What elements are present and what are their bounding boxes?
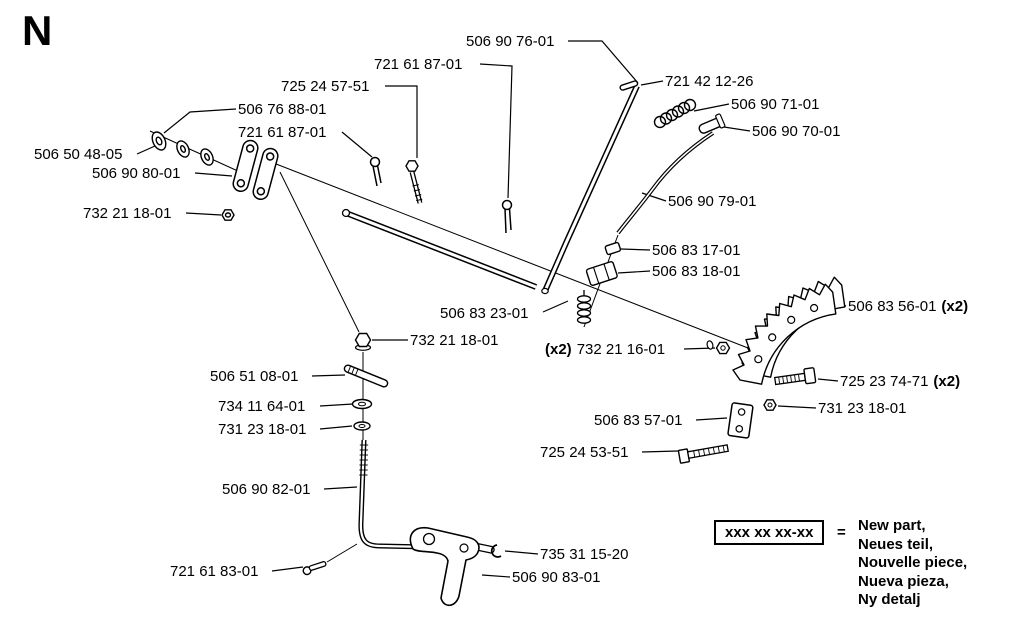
part-label-506-90-70-01: 506 90 70-01 [752,123,841,140]
small-coil-spring [576,290,592,324]
coil-spring-grip [653,98,697,129]
part-label-734-11-64-01: 734 11 64-01 [218,398,306,415]
anchor-block [727,402,754,439]
part-label-506-51-08-01: 506 51 08-01 [210,368,299,385]
anchor-bolt [677,444,729,464]
toothed-sector-pair [732,276,846,385]
part-label-725-24-53-51: 725 24 53-51 [540,444,629,461]
short-link-rod [343,364,389,388]
hex-nut-link [221,209,235,221]
part-label-506-83-56-01: 506 83 56-01(x2) [848,298,968,315]
equals-sign: = [837,524,846,541]
pedal-bracket [409,526,495,607]
part-label-506-83-23-01: 506 83 23-01 [440,305,529,322]
part-label-506-90-82-01: 506 90 82-01 [222,481,311,498]
legend-line-en: New part, [858,517,926,534]
part-label-731-23-18-01-b: 731 23 18-01 [818,400,907,417]
part-label-732-21-16-01: (x2)732 21 16-01 [545,341,665,358]
part-label-506-83-18-01: 506 83 18-01 [652,263,741,280]
small-pin-top [619,80,639,91]
throttle-rod [616,131,715,235]
part-label-506-90-79-01: 506 90 79-01 [668,193,757,210]
part-label-721-61-87-01: 721 61 87-01 [374,56,463,73]
flat-washer [351,398,373,410]
bolt-top [405,160,423,204]
part-label-735-31-15-20: 735 31 15-20 [540,546,629,563]
cotter-pin-center [501,199,513,234]
rod-connector [698,113,726,134]
wire-clip [604,241,622,256]
new-part-legend-text: New part, Neues teil, Nouvelle piece, Nu… [858,517,967,610]
new-part-code-pattern: xxx xx xx-xx [714,520,825,545]
control-rod-lower [341,208,538,290]
part-label-732-21-18-01: 732 21 18-01 [83,205,172,222]
part-number: 506 83 56-01 [848,298,937,315]
sector-bolt [773,367,817,386]
part-label-506-50-48-05: 506 50 48-05 [34,146,123,163]
legend-line-sv: Ny detalj [858,591,921,608]
quantity-note: (x2) [545,341,572,358]
part-label-506-90-80-01: 506 90 80-01 [92,165,181,182]
legend-line-de: Neues teil, [858,535,934,553]
part-label-721-61-87-01-b: 721 61 87-01 [238,124,327,141]
part-number: 725 23 74-71 [840,373,929,390]
part-label-506-90-83-01: 506 90 83-01 [512,569,601,586]
sector-nut [706,340,731,355]
c-clip [490,544,502,558]
figure-letter: N [22,7,53,54]
legend-line-fr: Nouvelle piece, [858,554,968,571]
anchor-nut [763,399,777,411]
part-label-506-90-71-01: 506 90 71-01 [731,96,820,113]
leader-lines [136,40,847,578]
part-label-506-83-17-01: 506 83 17-01 [652,242,741,259]
clamp-block [585,261,618,286]
part-label-506-83-57-01: 506 83 57-01 [594,412,683,429]
center-hex-nut [354,332,372,351]
part-label-506-90-76-01: 506 90 76-01 [466,33,555,50]
part-label-506-76-88-01: 506 76 88-01 [238,101,327,118]
part-label-721-42-12-26: 721 42 12-26 [665,73,754,90]
quantity-note: (x2) [933,373,961,390]
cotter-pin-left [369,156,382,187]
clevis-pin [302,561,327,576]
control-rod-upper [541,84,640,295]
link-plates [232,139,279,200]
part-label-725-24-57-51: 725 24 57-51 [281,78,370,95]
threaded-control-rod [358,439,429,550]
part-label-731-23-18-01: 731 23 18-01 [218,421,307,438]
legend-line-es: Nueva pieza, [858,572,949,590]
part-number: 732 21 16-01 [576,341,666,358]
part-label-732-21-18-01-b: 732 21 18-01 [410,332,499,349]
quantity-note: (x2) [941,298,969,315]
bushing-set [151,131,214,166]
lock-washer [353,421,371,431]
part-label-725-23-74-71: 725 23 74-71(x2) [840,373,960,390]
part-label-721-61-83-01: 721 61 83-01 [170,563,259,580]
